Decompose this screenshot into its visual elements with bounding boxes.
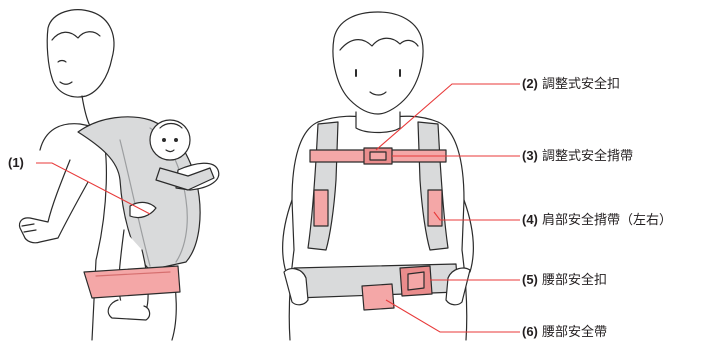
callout-text-3: 調整式安全揹帶 [542,149,633,164]
callout-text-2: 調整式安全扣 [542,77,620,92]
callout-label-6: (6) 腰部安全帶 [522,324,607,341]
side-view-figure [19,10,218,340]
callout-label-5: (5) 腰部安全扣 [522,272,607,289]
callout-label-4: (4) 肩部安全揹帶（左右） [522,212,672,229]
callout-line-4 [434,212,520,220]
callout-label-2: (2) 調整式安全扣 [522,76,620,93]
callout-label-1: (1) [8,155,24,172]
callout-num-2: (2) [522,76,538,91]
callout-text-5: 腰部安全扣 [542,273,607,288]
front-view-figure [283,12,474,340]
callout-label-3: (3) 調整式安全揹帶 [522,148,633,165]
callout-num-1: (1) [8,155,24,170]
callout-num-6: (6) [522,324,538,339]
callout-num-3: (3) [522,148,538,163]
callout-text-4: 肩部安全揹帶（左右） [542,213,672,228]
callout-text-6: 腰部安全帶 [542,325,607,340]
callout-num-5: (5) [522,272,538,287]
callout-num-4: (4) [522,212,538,227]
